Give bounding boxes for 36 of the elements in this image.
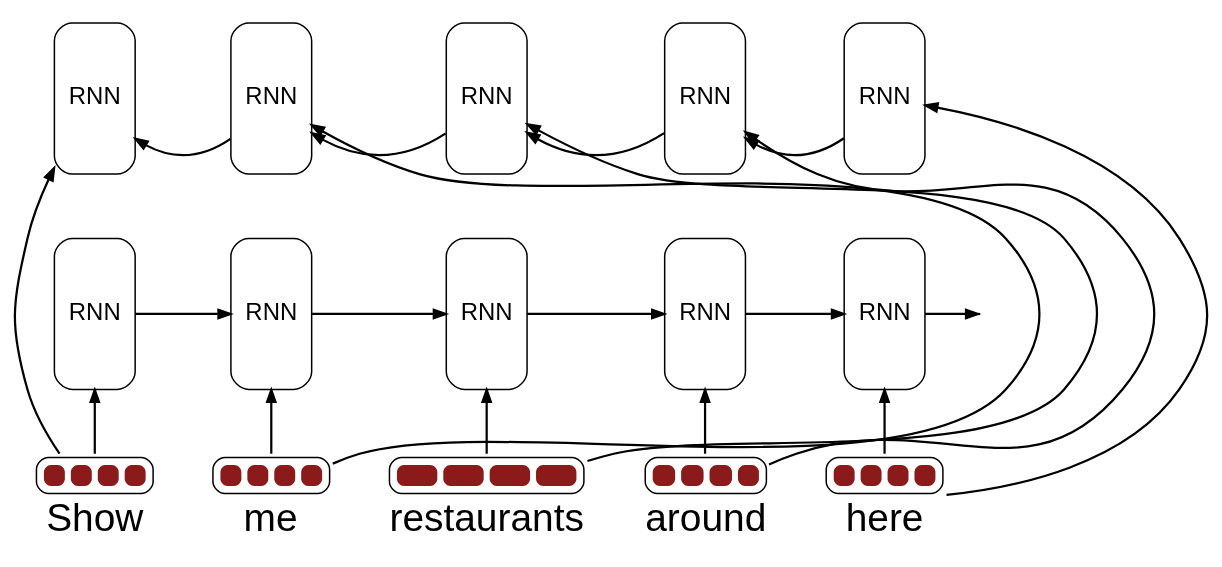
arrow bbox=[312, 307, 450, 320]
arrow bbox=[524, 122, 1098, 462]
arrow bbox=[922, 101, 1209, 496]
arrow bbox=[13, 164, 61, 454]
node-label: Show bbox=[46, 495, 144, 539]
arrow bbox=[309, 131, 447, 156]
arrow bbox=[308, 123, 1041, 465]
arrow bbox=[135, 307, 234, 320]
node-label: me bbox=[243, 495, 298, 539]
arrow bbox=[89, 385, 101, 454]
arrow bbox=[745, 307, 848, 320]
node-box: RNN bbox=[445, 21, 528, 175]
node-box: RNN bbox=[843, 21, 926, 175]
node-box: RNN bbox=[53, 21, 136, 175]
arrow bbox=[527, 307, 668, 320]
node-bar bbox=[35, 456, 154, 494]
node-bar bbox=[825, 456, 944, 494]
arrow bbox=[480, 385, 493, 454]
arrow bbox=[699, 385, 711, 454]
arrow bbox=[878, 385, 891, 454]
arrow bbox=[132, 136, 232, 156]
node-bar bbox=[388, 456, 585, 494]
node-box: RNN bbox=[53, 237, 136, 390]
node-label: restaurants bbox=[389, 495, 584, 539]
node-box: RNN bbox=[230, 21, 313, 175]
node-label: around bbox=[645, 495, 767, 539]
node-bar bbox=[644, 456, 768, 494]
node-box: RNN bbox=[445, 237, 528, 390]
node-box: RNN bbox=[843, 237, 926, 390]
node-label: here bbox=[845, 495, 924, 539]
node-box: RNN bbox=[230, 237, 313, 390]
node-bar bbox=[212, 456, 331, 494]
arrow bbox=[265, 385, 278, 454]
node-box: RNN bbox=[663, 237, 747, 390]
arrow bbox=[524, 130, 665, 156]
node-box: RNN bbox=[663, 21, 747, 175]
